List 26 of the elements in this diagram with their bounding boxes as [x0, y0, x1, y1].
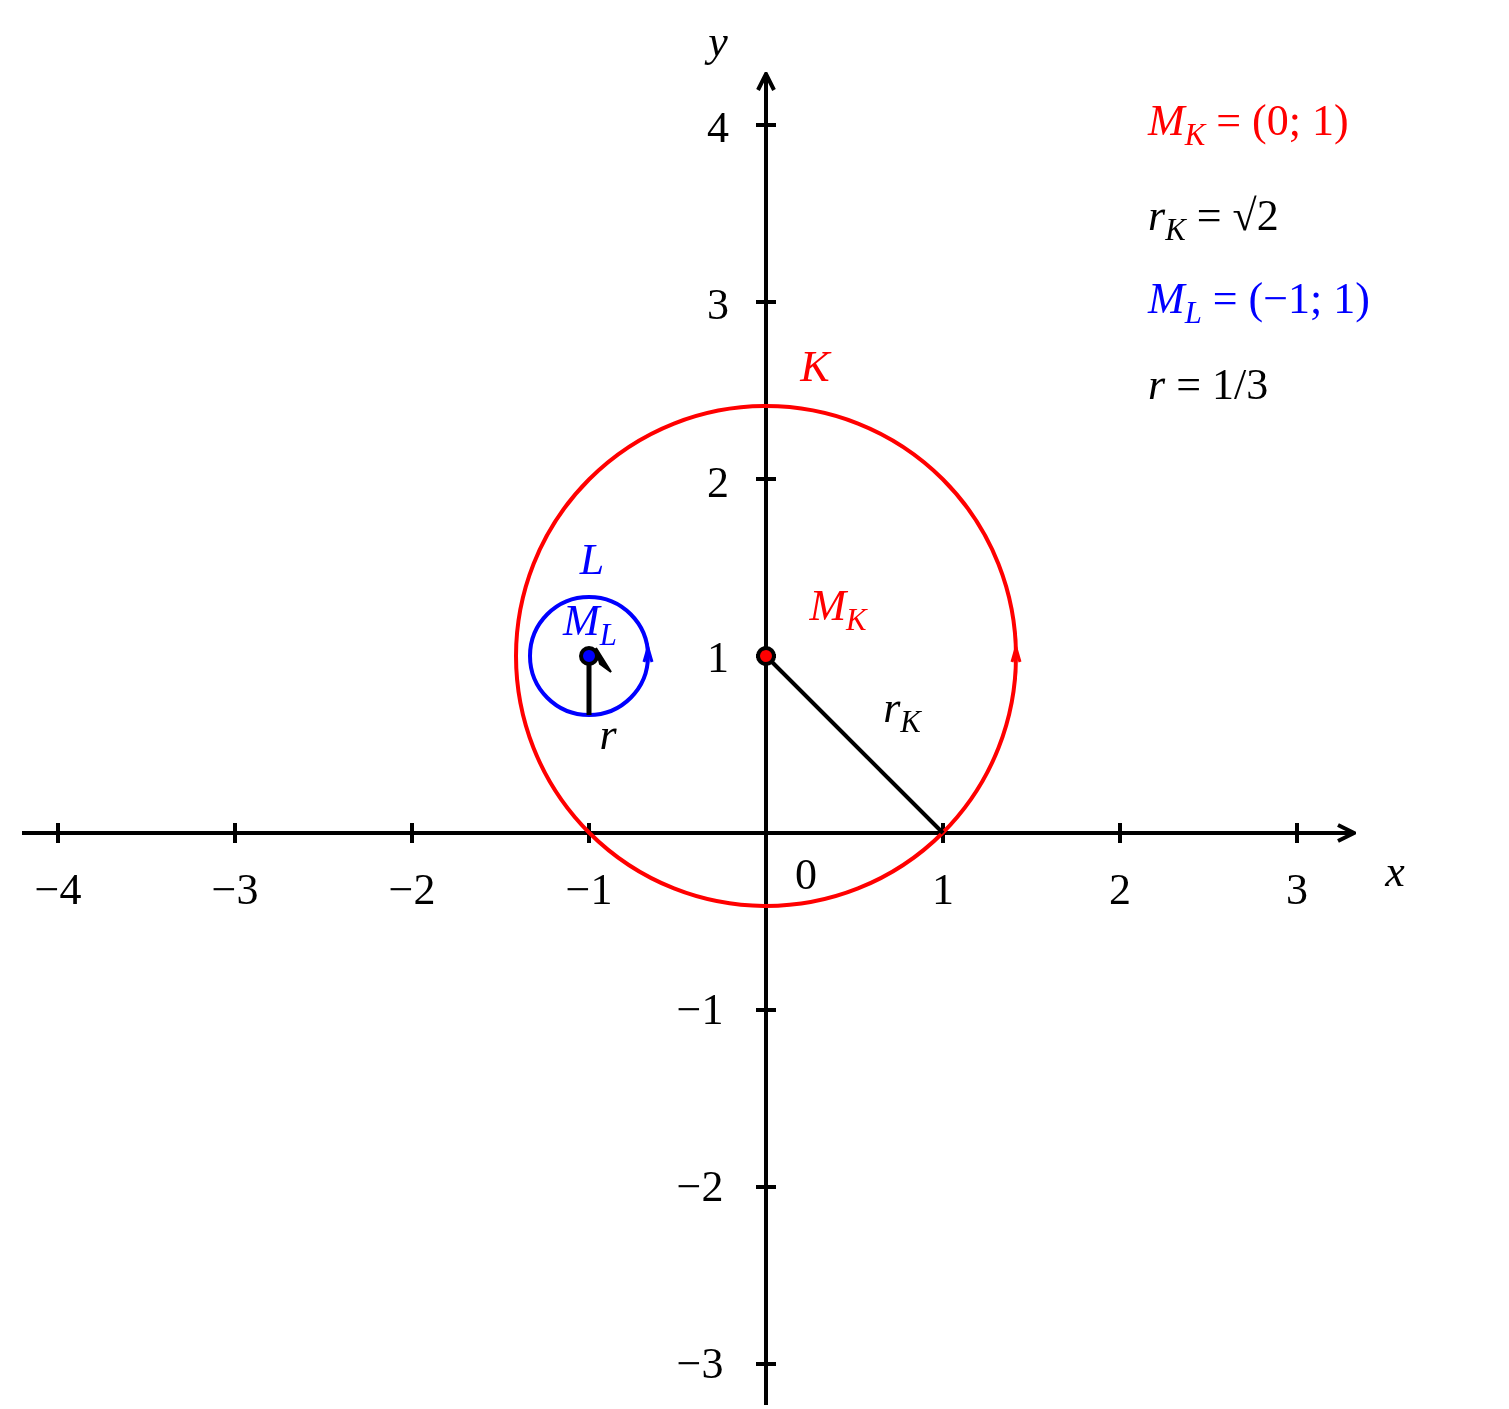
point-label: M$_{L}$ [563, 599, 617, 651]
tick-label: 2 [707, 461, 729, 505]
tick-label: −2 [388, 868, 436, 912]
tick-label: 3 [1286, 868, 1308, 912]
tick-label: 1 [932, 868, 954, 912]
point-label: M$_{K}$ [809, 584, 867, 636]
tick-label: 1 [707, 636, 729, 680]
circle-label: L [579, 538, 605, 582]
tick-label: 3 [707, 283, 729, 327]
tick-label: −3 [211, 868, 259, 912]
tick-label: −4 [34, 868, 82, 912]
tick-label: −1 [676, 988, 724, 1032]
radius-label: r [599, 713, 617, 757]
axis-label: x [1385, 850, 1405, 894]
equation: r = 1/3 [1148, 363, 1269, 407]
radius-label: r$_{K}$ [883, 686, 921, 738]
tick-label: 4 [707, 106, 729, 150]
tick-label: −1 [565, 868, 613, 912]
equation: r$_{K}$ = √2 [1148, 194, 1279, 246]
tick-label: −2 [676, 1165, 724, 1209]
tick-label: 2 [1109, 868, 1131, 912]
tick-label: 0 [795, 853, 817, 897]
circle-label: K [800, 345, 830, 389]
equation: M$_{K}$ = (0; 1) [1148, 99, 1349, 151]
equation: M$_{L}$ = (−1; 1) [1148, 277, 1370, 329]
tick-label: −3 [676, 1342, 724, 1386]
